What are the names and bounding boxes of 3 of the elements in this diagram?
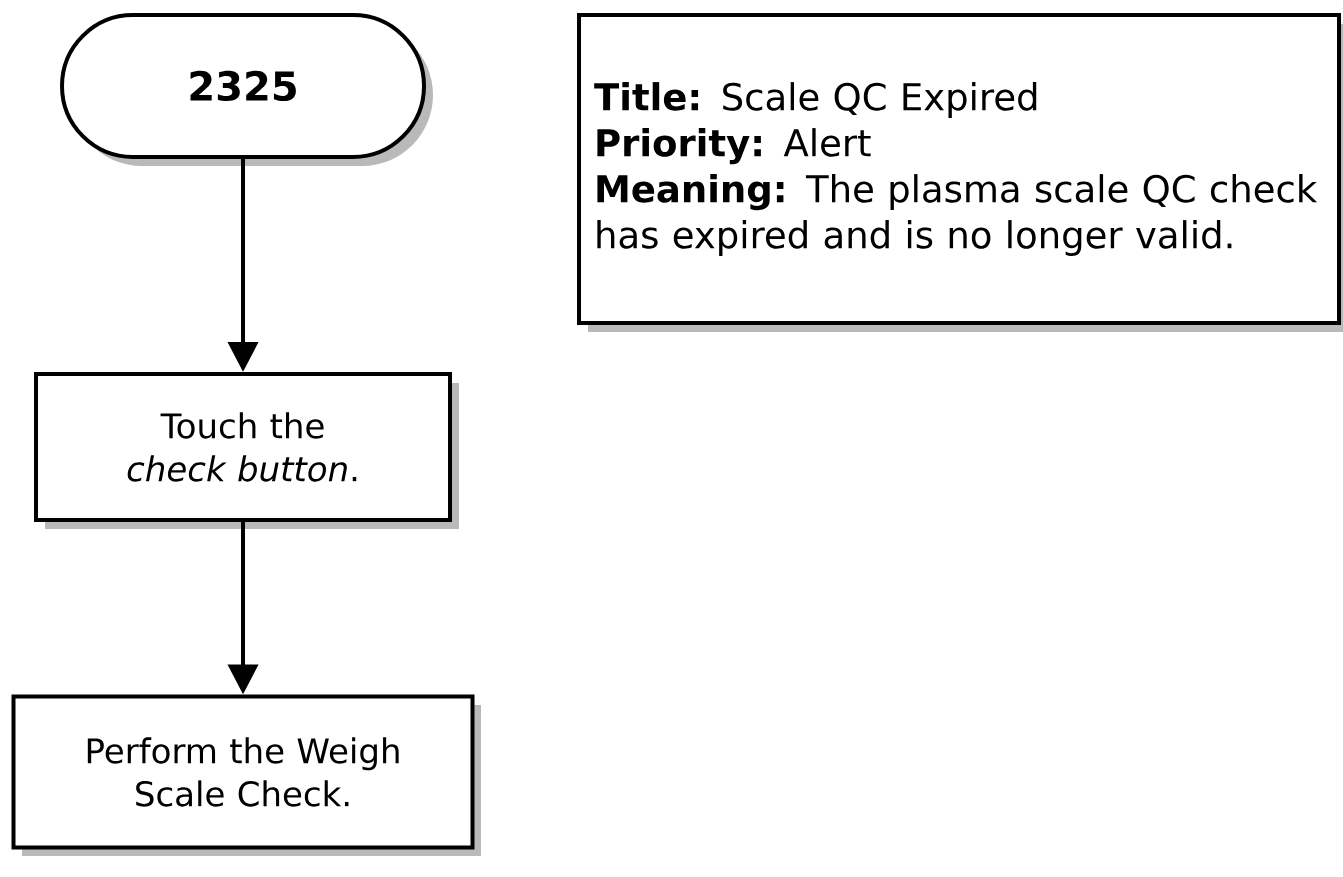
process-box: Perform the Weigh Scale Check. (11, 694, 481, 856)
info-box: Title: Scale QC Expired Priority: Alert Meaning: The plasma scale QC check has expired and is no longer valid. (577, 13, 1343, 332)
process-box: Touch the check button. (34, 372, 459, 529)
